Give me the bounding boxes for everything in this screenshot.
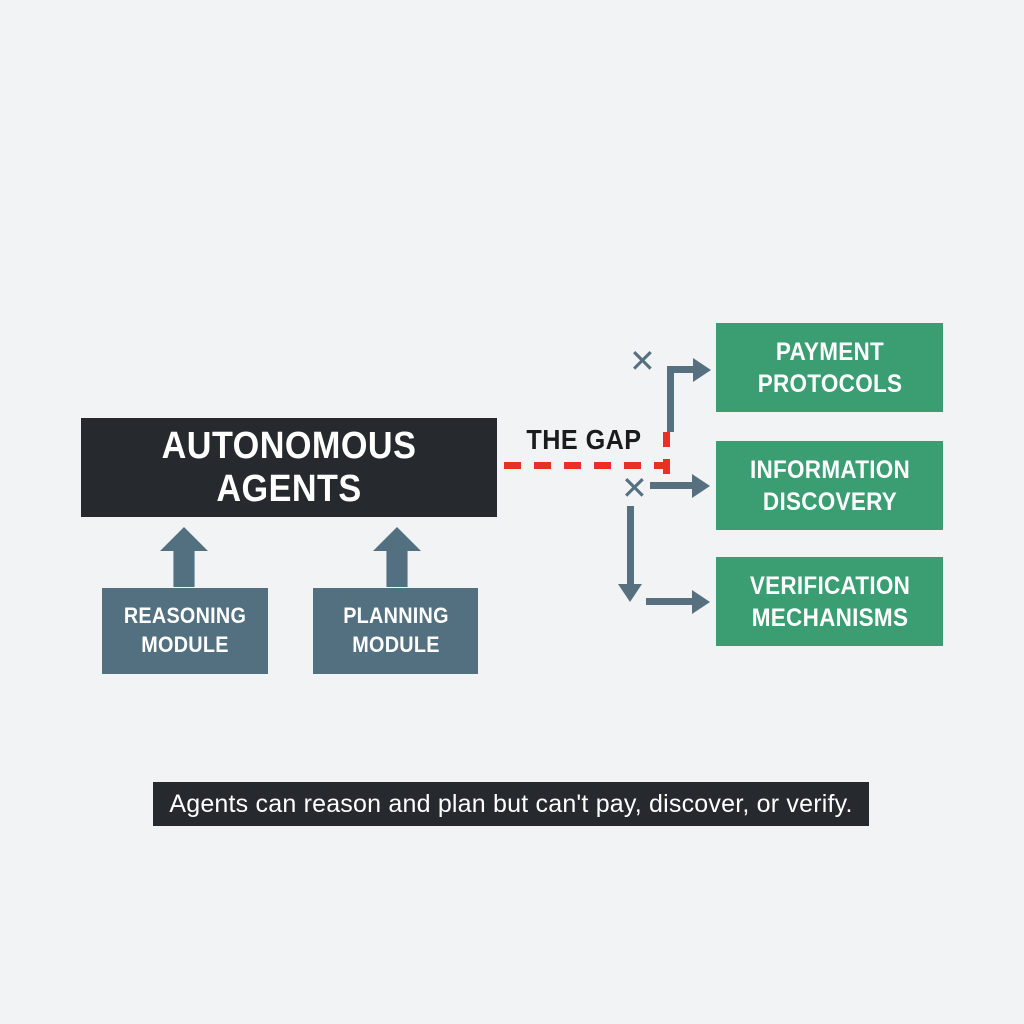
arrow-to-verification-mechanisms-head-icon bbox=[692, 590, 710, 614]
autonomous-agents-box: AUTONOMOUS AGENTS bbox=[81, 418, 497, 517]
arrow-to-payment-protocols-line bbox=[667, 366, 695, 373]
module-label: REASONING MODULE bbox=[123, 603, 247, 657]
caption-bar: Agents can reason and plan but can't pay… bbox=[153, 782, 869, 826]
arrow-to-information-discovery-head-icon bbox=[692, 474, 710, 498]
gap-dashed-line-horizontal bbox=[504, 462, 664, 469]
arrow-to-payment-protocols-head-icon bbox=[693, 358, 711, 382]
autonomous-agents-label: AUTONOMOUS AGENTS bbox=[161, 424, 417, 510]
arrow-down-connector-line bbox=[627, 506, 634, 586]
gap-dashed-line-vertical bbox=[663, 432, 670, 474]
block-arrow-up-icon bbox=[160, 527, 208, 587]
capability-label: PAYMENT PROTOCOLS bbox=[757, 337, 902, 398]
capability-box-information-discovery: INFORMATION DISCOVERY bbox=[716, 441, 943, 530]
x-mark-icon: ✕ bbox=[629, 343, 656, 379]
the-gap-label: THE GAP bbox=[526, 424, 642, 455]
caption-text: Agents can reason and plan but can't pay… bbox=[169, 789, 853, 818]
arrow-to-verification-mechanisms-line bbox=[646, 598, 694, 605]
capability-box-verification-mechanisms: VERIFICATION MECHANISMS bbox=[716, 557, 943, 646]
capability-label: VERIFICATION MECHANISMS bbox=[749, 571, 910, 632]
capability-label: INFORMATION DISCOVERY bbox=[749, 455, 910, 516]
x-mark-icon: ✕ bbox=[621, 470, 648, 506]
arrow-down-connector-head-icon bbox=[618, 584, 642, 602]
arrow-to-information-discovery-line bbox=[650, 482, 694, 489]
capability-box-payment-protocols: PAYMENT PROTOCOLS bbox=[716, 323, 943, 412]
arrow-to-payment-protocols-vertical-line bbox=[667, 366, 674, 432]
block-arrow-up-icon bbox=[373, 527, 421, 587]
module-label: PLANNING MODULE bbox=[342, 603, 449, 657]
module-box-reasoning: REASONING MODULE bbox=[102, 588, 268, 674]
module-box-planning: PLANNING MODULE bbox=[313, 588, 478, 674]
